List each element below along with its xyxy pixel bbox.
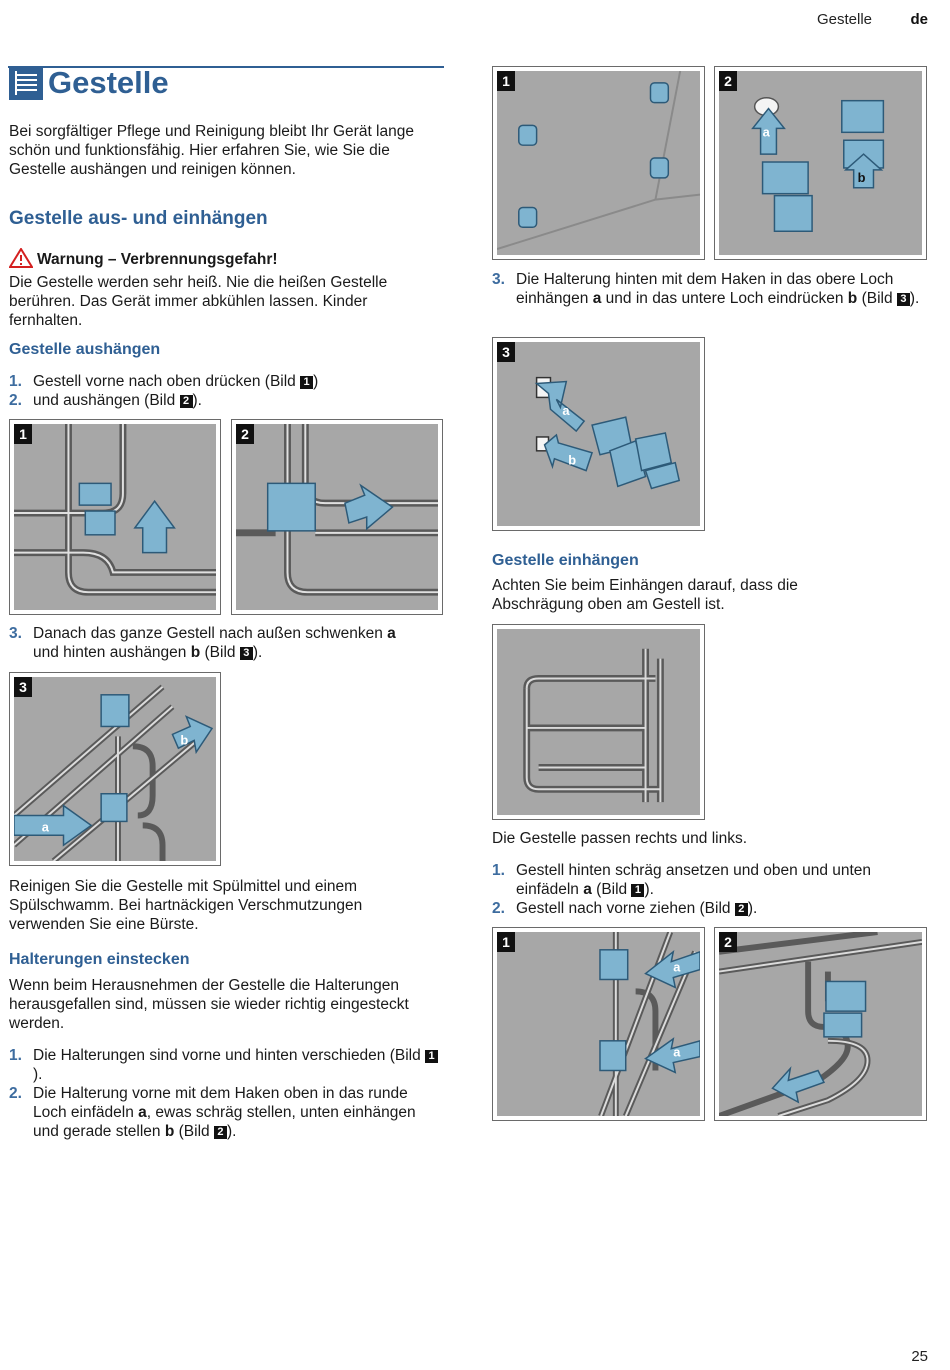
list-item: 1. Die Halterungen sind vorne und hinten… [9, 1046, 444, 1086]
arrow-icon [344, 483, 394, 531]
list-item: 2. Die Halterung vorne mit dem Haken obe… [9, 1085, 416, 1140]
list-item: 2. und aushängen (Bild 2). [9, 392, 202, 409]
list-item: 3. Die Halterung hinten mit dem Haken in… [492, 271, 920, 307]
figure-holders-positions: 1 [492, 66, 705, 260]
figure-rack-overview [492, 624, 705, 820]
subheading-halterungen: Halterungen einstecken [9, 951, 190, 968]
list-item: 3. Danach das ganze Gestell nach außen s… [9, 625, 396, 661]
title-rule [8, 66, 444, 68]
halterungen-intro: Wenn beim Herausnehmen der Gestelle die … [9, 977, 409, 1032]
einhaengen-note: Die Gestelle passen rechts und links. [492, 830, 748, 847]
figure-rack-swing-out: 3 a b [9, 672, 221, 866]
einhaengen-intro: Achten Sie beim Einhängen darauf, dass d… [492, 577, 798, 613]
arrow-icon [644, 949, 700, 989]
svg-text:b: b [568, 453, 576, 468]
list-item: 1. Gestell vorne nach oben drücken (Bild… [9, 373, 319, 390]
arrow-icon [534, 380, 586, 433]
arrow-icon [14, 804, 93, 847]
arrow-icon [843, 153, 884, 189]
warning-text: Die Gestelle werden sehr heiß. Nie die h… [9, 274, 388, 329]
subheading-aushaengen: Gestelle aushängen [9, 341, 161, 358]
arrow-icon [171, 715, 214, 755]
list-item: 2. Gestell nach vorne ziehen (Bild 2). [492, 900, 758, 917]
figure-rack-unhook: 2 [231, 419, 443, 615]
figure-holder-insert-front: 2 a b [714, 66, 927, 260]
page-number: 25 [911, 1348, 928, 1365]
warning-block: Warnung – Verbrennungsgefahr! Die Gestel… [8, 247, 444, 330]
arrow-icon [133, 499, 176, 554]
section-heading: Gestelle aus- und einhängen [9, 208, 268, 229]
arrow-icon [543, 433, 594, 472]
figure-rack-thread-in: 1 a a [492, 927, 705, 1121]
list-item: 1. Gestell hinten schräg ansetzen und ob… [492, 862, 872, 898]
arrow-icon [751, 107, 786, 155]
svg-text:a: a [562, 403, 570, 418]
svg-text:b: b [858, 170, 866, 185]
header-section: Gestelle [816, 11, 872, 28]
svg-text:a: a [673, 1045, 681, 1060]
figure-rack-push-up: 1 [9, 419, 221, 615]
arrow-icon [771, 1066, 826, 1104]
page-title: Gestelle [48, 65, 169, 100]
rack-icon [9, 66, 43, 100]
figure-holder-insert-rear: 3 a b [492, 337, 705, 531]
intro-text: Bei sorgfältiger Pflege und Reinigung bl… [9, 123, 414, 178]
warning-title: Warnung – Verbrennungsgefahr! [37, 251, 278, 268]
svg-text:a: a [763, 124, 771, 139]
subheading-einhaengen: Gestelle einhängen [492, 552, 639, 569]
svg-text:a: a [673, 960, 681, 975]
arrow-icon [644, 1037, 700, 1074]
cleaning-text: Reinigen Sie die Gestelle mit Spülmittel… [9, 878, 363, 933]
arrow-label-b: b [180, 732, 188, 747]
header-language: de [910, 11, 928, 28]
figure-rack-pull-forward: 2 [714, 927, 927, 1121]
warning-triangle-icon [8, 247, 34, 273]
arrow-label-a: a [42, 819, 50, 834]
